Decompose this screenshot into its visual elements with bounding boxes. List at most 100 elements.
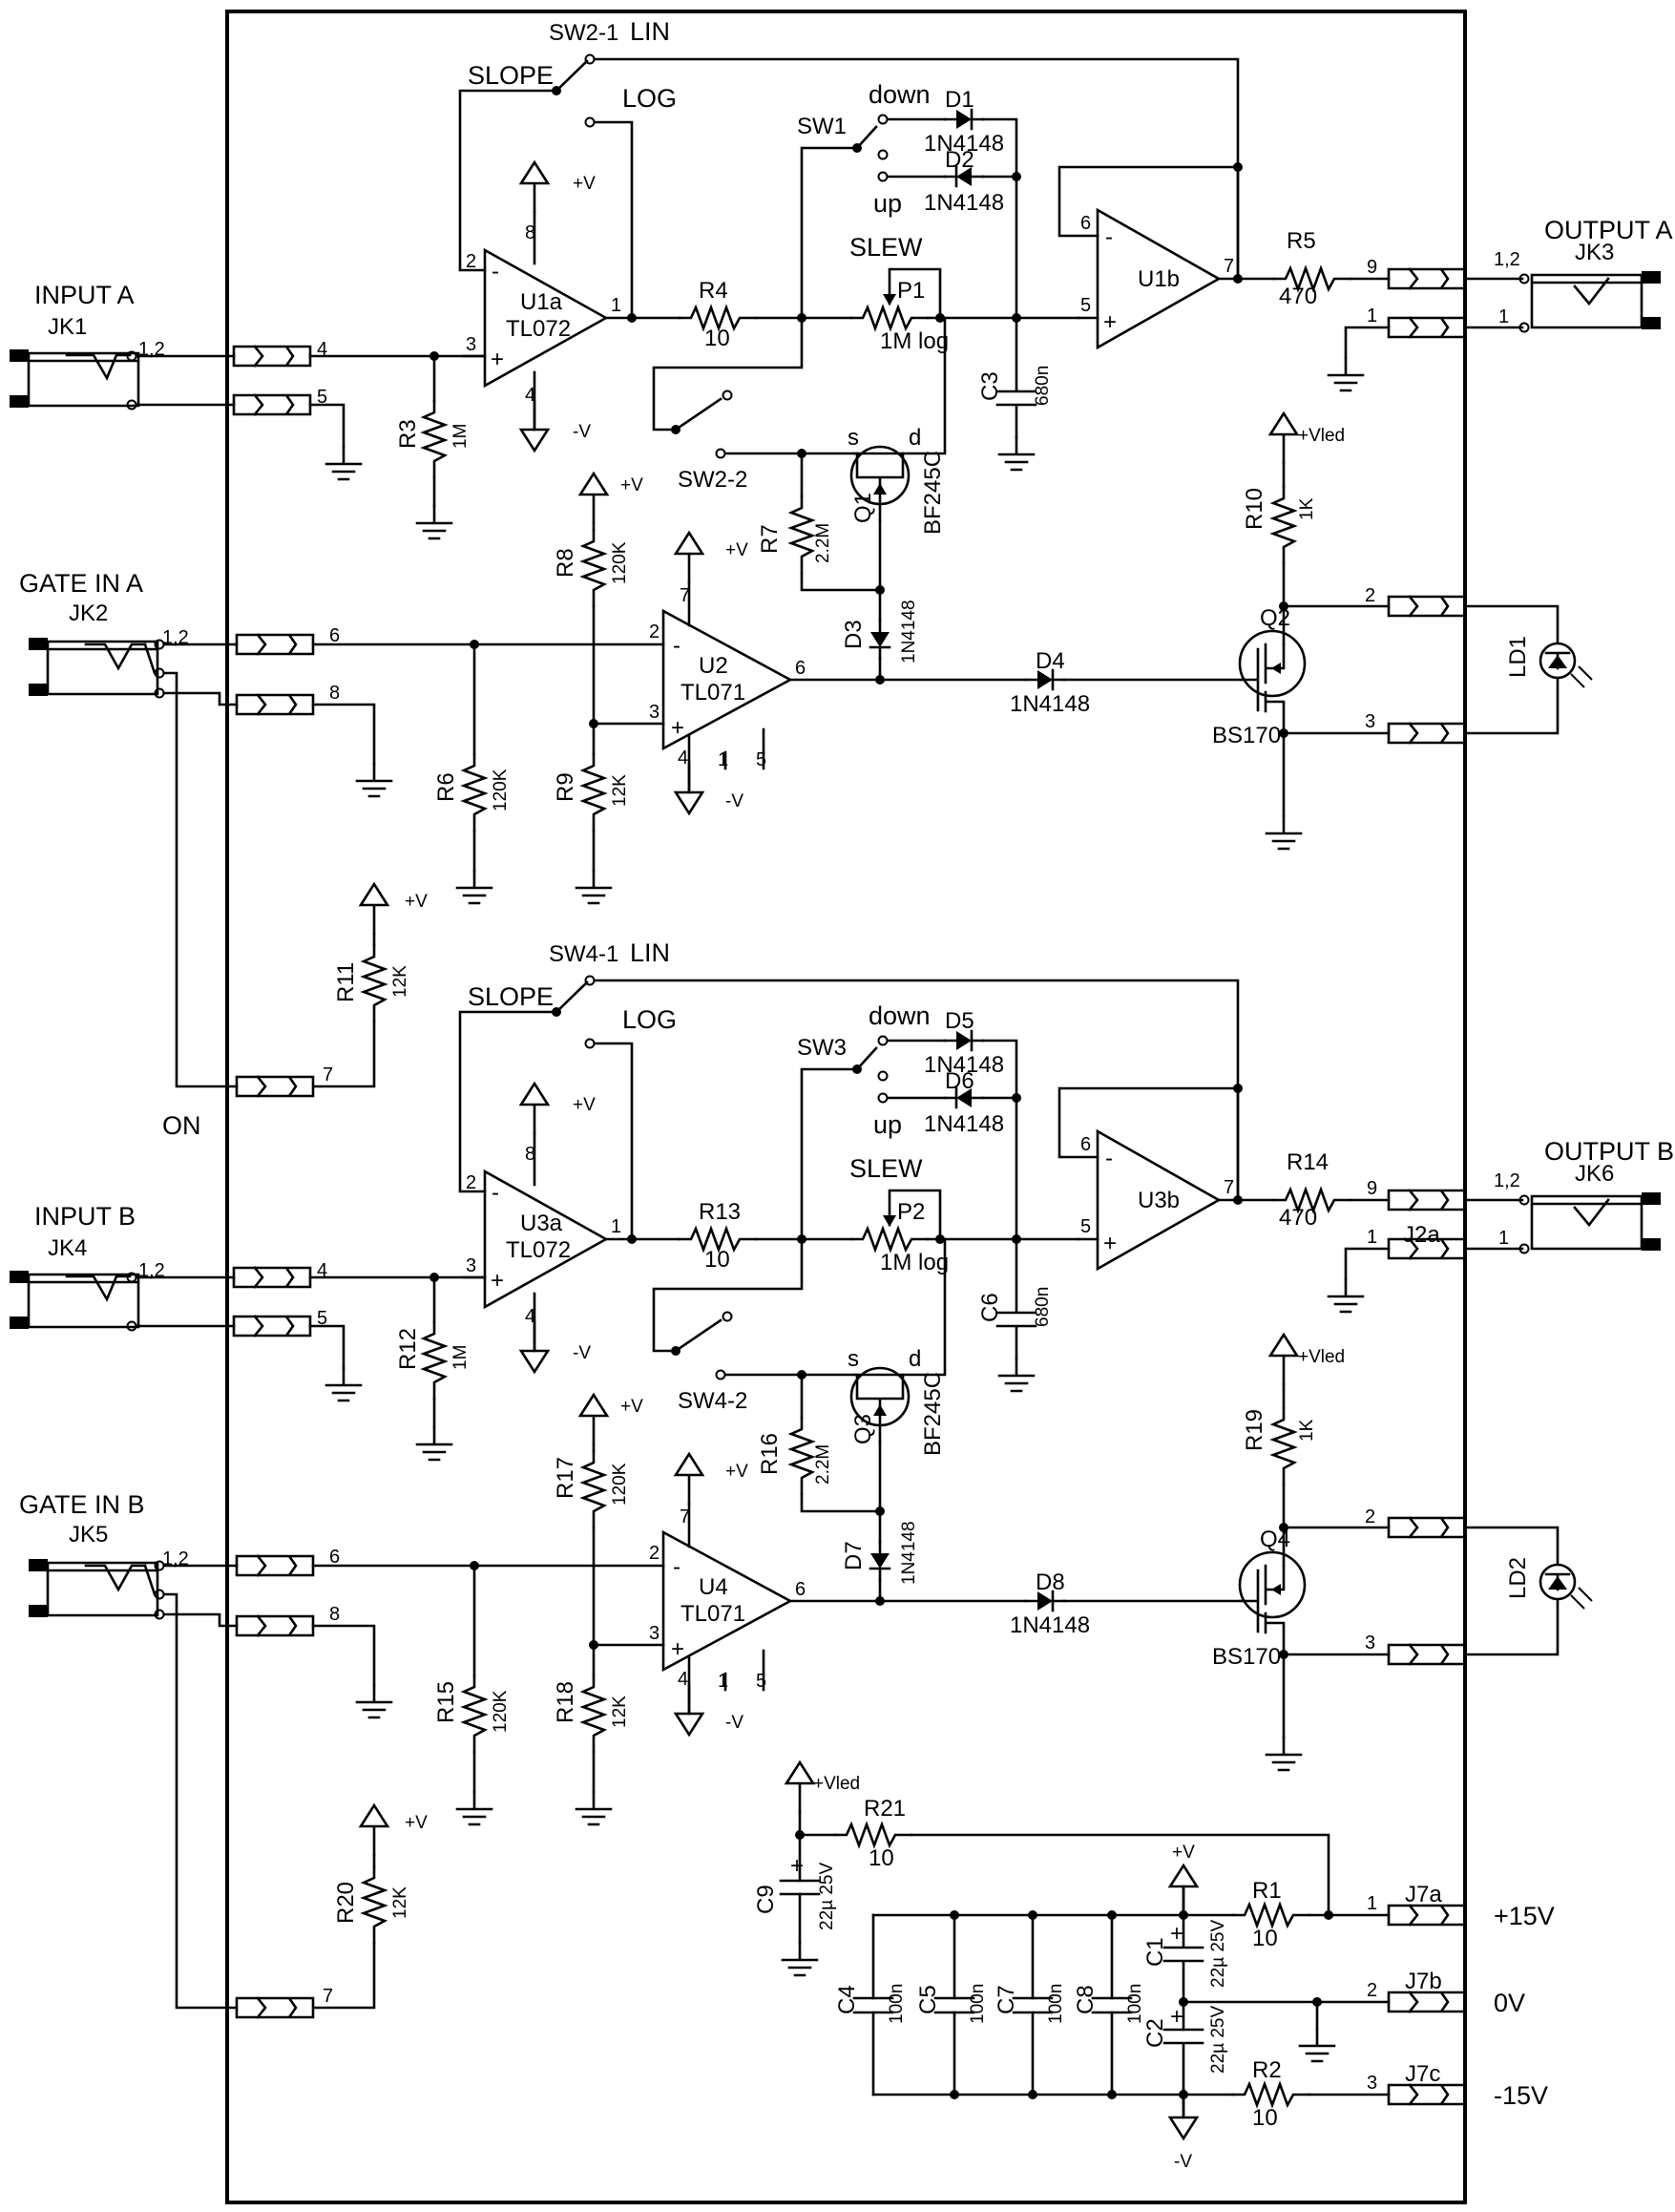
res-gate-value: 120K [491,769,511,811]
plus-sign: + [491,347,504,372]
ground-icon [575,869,613,905]
input-jack [8,348,140,410]
ground-icon [1327,356,1365,392]
pin-label: 1 [718,749,728,770]
minus-sign: - [492,259,499,284]
res-norm-value: 12K [390,965,410,998]
pin-label: 7 [323,1986,333,2007]
sw-pole2-name: SW2-2 [678,467,747,493]
vpos-icon [519,160,550,214]
ground-icon [1327,1277,1365,1314]
pin-label: 5 [1080,1216,1091,1237]
vpos-icon [674,1452,704,1506]
res-out-name: R5 [1287,228,1316,254]
header-pin [232,345,312,368]
mosfet-name: Q2 [1260,605,1290,631]
jfet-name: Q3 [850,1414,876,1444]
norm-resistor [362,943,387,1023]
vneg-label: -V [573,422,591,442]
input-jack-name: JK1 [48,314,87,340]
gate-jack-name: JK2 [69,600,108,626]
res-jfet-name: R7 [757,524,783,554]
led-name: LD1 [1505,636,1531,678]
plus-sign: + [671,715,684,741]
rail-pin: 1 [1367,1893,1377,1914]
res-series-value: 10 [704,326,730,351]
minus-sign: - [492,1180,499,1206]
res-series-value: 10 [704,1247,730,1273]
c2-value: 22µ 25V [1208,2006,1228,2074]
diode-type: 1N4148 [924,1052,1004,1078]
output-label: OUTPUT B [1544,1137,1674,1166]
pot-icon [849,1227,930,1252]
pin-label: 5 [1080,295,1091,316]
ground-icon [455,869,493,905]
pin-label: 1 [1367,1227,1377,1248]
up-label: up [873,1110,902,1139]
res-out-value: 470 [1279,284,1317,309]
pot-icon [849,305,930,330]
res-gate-name: R6 [433,772,459,802]
res-div-top-name: R8 [553,548,578,578]
header-pin [1387,267,1467,290]
header-pin [235,1075,315,1098]
res-norm-name: R11 [333,962,359,1002]
input-label: INPUT B [34,1202,136,1231]
mosfet-icon [1238,1550,1307,1619]
comparator-type: TL071 [680,1601,745,1627]
lin-label: LIN [630,17,670,46]
ground-icon [415,1425,453,1462]
norm-resistor [362,1864,387,1945]
pot-value: 1M log [880,328,949,354]
minus-sign: - [673,633,680,659]
ground-icon [575,1790,613,1826]
pin-label: 1,2 [1494,1170,1520,1191]
output-label: OUTPUT A [1544,216,1673,244]
header-pin [235,1614,315,1637]
header-pin [1387,1516,1467,1539]
header-pin [1387,595,1467,618]
pin-label: 8 [525,222,535,243]
vneg-label: -V [573,1343,591,1363]
div-bot-resistor [581,752,606,832]
pin-label: 3 [1365,1633,1375,1654]
slope-switch-name: SW2-1 [549,20,618,46]
c2-name: C2 [1142,2018,1168,2048]
down-label: down [869,80,931,109]
pin-label: 1 [1498,306,1509,327]
vpos-label-pwr: +V [1172,1843,1195,1863]
ground-icon [1265,1736,1303,1772]
pin-label: 1 [611,295,621,316]
rail-pin: 2 [1367,1980,1377,2001]
vpos-label: +V [405,1813,428,1833]
log-label: LOG [622,84,677,113]
res-out-name: R14 [1287,1149,1329,1175]
res-div-top-name: R17 [553,1457,578,1499]
res-led-value: 1K [1297,1419,1317,1442]
vneg-label-pwr: -V [1174,2152,1192,2172]
diode-type: 1N4148 [1010,1612,1090,1638]
vneg-label: -V [725,1713,743,1733]
diode-gate-icon [869,1540,891,1582]
vpos-icon [359,882,389,936]
rail-pin: 3 [1367,2073,1377,2094]
header-pin [1387,1189,1467,1211]
rail-conn-name: J7a [1405,1882,1442,1907]
pin-label: 6 [1080,213,1091,234]
pin-label: 5 [317,1308,327,1329]
gate-jack [27,636,159,698]
pin-label: 5 [756,1671,766,1692]
jfet-name: Q1 [850,493,876,523]
pin-label: 3 [466,1255,476,1276]
comparator-name: U4 [699,1574,728,1600]
vled-icon [1268,411,1299,465]
diode-gate-name: D3 [841,620,867,649]
decoupling-cap-value: 100n [1125,1984,1145,2024]
diode-type: 1N4148 [899,600,919,664]
jfet-type: BF245C [920,451,946,535]
diode-gate-icon [869,619,891,661]
pin-label: 3 [649,1623,660,1644]
r1-name: R1 [1252,1878,1282,1904]
res-out-value: 470 [1279,1205,1317,1231]
res-div-bot-name: R18 [553,1681,578,1723]
